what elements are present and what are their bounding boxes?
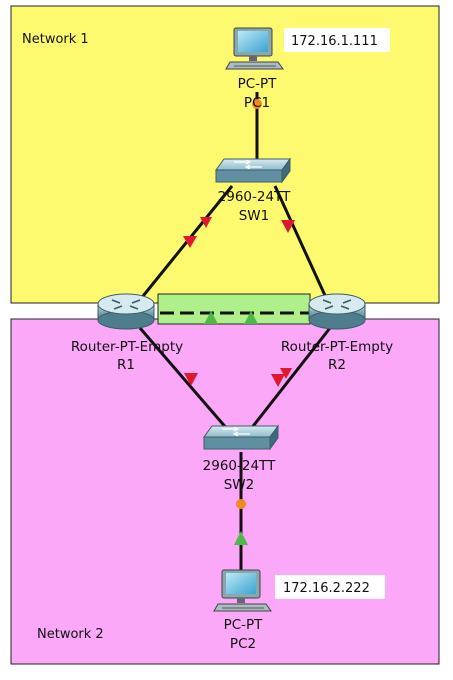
link-status-arrow-red xyxy=(200,217,212,228)
pc-icon xyxy=(213,569,272,612)
network2-label-box xyxy=(29,621,121,645)
link-highlight-box xyxy=(157,293,311,325)
pc2-device[interactable]: PC-PT PC2 xyxy=(213,569,272,652)
r1-device[interactable]: Router-PT-Empty R1 xyxy=(71,293,183,373)
r2-device[interactable]: Router-PT-Empty R2 xyxy=(281,293,393,373)
link-r1-sw2[interactable] xyxy=(138,327,230,431)
router-icon xyxy=(308,293,366,330)
link-status-arrow-red xyxy=(184,373,198,386)
r2-type-label: Router-PT-Empty xyxy=(281,339,393,355)
link-status-arrow-red xyxy=(280,368,292,379)
link-status-arrow-red xyxy=(281,220,295,233)
router-icon xyxy=(97,293,155,330)
switch-icon xyxy=(215,157,291,184)
pc1-ip-box xyxy=(284,28,390,52)
link-sw1-r2[interactable] xyxy=(273,185,330,303)
link-r2-sw2[interactable] xyxy=(248,327,332,431)
sw1-device[interactable]: 2960-24TT SW1 xyxy=(215,157,291,224)
link-status-arrow-green xyxy=(244,311,258,324)
link-status-dot-orange xyxy=(236,499,246,509)
link-status-dot-orange xyxy=(252,99,262,109)
link-sw1-r1[interactable] xyxy=(133,185,234,307)
pc2-name-label: PC2 xyxy=(230,636,256,652)
pc1-type-label: PC-PT xyxy=(238,76,278,92)
sw1-name-label: SW1 xyxy=(239,208,270,224)
pc2-ip-label: 172.16.2.222 xyxy=(283,581,370,596)
r2-name-label: R2 xyxy=(328,357,346,373)
network1-label-box xyxy=(15,26,106,50)
r1-name-label: R1 xyxy=(117,357,135,373)
pc1-ip-label: 172.16.1.111 xyxy=(291,34,378,49)
sw2-name-label: SW2 xyxy=(224,477,255,493)
sw1-type-label: 2960-24TT xyxy=(218,189,291,205)
sw2-device[interactable]: 2960-24TT SW2 xyxy=(203,424,279,493)
pc1-device[interactable]: PC-PT PC1 xyxy=(225,27,284,111)
pc1-name-label: PC1 xyxy=(244,95,270,111)
link-status-arrow-red xyxy=(271,374,285,387)
switch-icon xyxy=(203,424,279,451)
link-status-arrow-red xyxy=(183,236,197,248)
r1-type-label: Router-PT-Empty xyxy=(71,339,183,355)
link-status-arrow-green xyxy=(204,311,218,324)
pc2-ip-box xyxy=(275,575,385,599)
link-status-arrow-green xyxy=(234,531,248,545)
sw2-type-label: 2960-24TT xyxy=(203,458,276,474)
network1-label: Network 1 xyxy=(22,32,89,47)
network2-label: Network 2 xyxy=(37,627,104,642)
pc-icon xyxy=(225,27,284,70)
network1-area[interactable] xyxy=(10,5,440,304)
pc2-type-label: PC-PT xyxy=(224,617,264,633)
